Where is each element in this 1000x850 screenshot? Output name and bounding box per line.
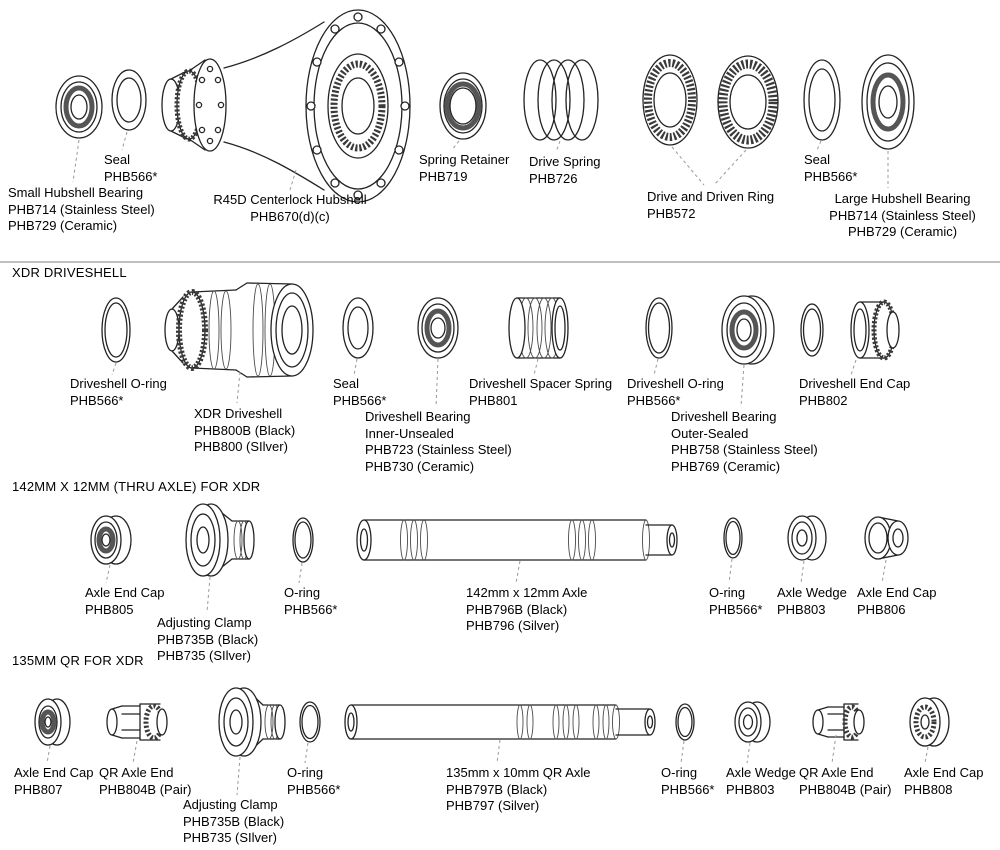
label-qr-axle: 135mm x 10mm QR Axle PHB797B (Black) PHB… [446,765,591,814]
section-title-xdr-driveshell: XDR DRIVESHELL [12,265,127,280]
drive-spring-illustration [523,59,599,141]
driveshell-bearing-outer-illustration [721,295,775,365]
driveshell-bearing-inner-illustration [417,297,459,359]
driveshell-oring-right-illustration [645,297,673,359]
label-spring-retainer: Spring Retainer PHB719 [419,152,510,184]
qr-axle-wedge-illustration [734,701,771,743]
label-hubshell: R45D Centerlock Hubshell PHB670(d)(c) [213,192,367,224]
qr-axle-end-cap-left-illustration [34,698,71,746]
label-large-hubshell-bearing: Large Hubshell Bearing PHB714 (Stainless… [829,191,976,240]
label-driveshell-bearing-outer: Driveshell Bearing Outer-Sealed PHB758 (… [671,409,818,474]
label-qr-adjusting-clamp: Adjusting Clamp PHB735B (Black) PHB735 (… [183,797,285,846]
driveshell-spacer-spring-illustration [508,297,569,359]
thru-axle-end-cap-left-illustration [90,515,132,565]
label-seal-right: Seal PHB566* [804,152,858,184]
spring-retainer-illustration [439,72,487,140]
label-qr-axle-wedge: Axle Wedge PHB803 [726,765,796,797]
label-driveshell-seal: Seal PHB566* [333,376,387,408]
label-thru-adjusting-clamp: Adjusting Clamp PHB735B (Black) PHB735 (… [157,615,259,664]
thru-axle-end-cap-right-illustration [864,516,909,560]
thru-adjusting-clamp-illustration [185,503,255,577]
label-qr-axle-end-left: QR Axle End PHB804B (Pair) [99,765,192,797]
qr-adjusting-clamp-illustration [218,687,286,757]
label-drive-spring: Drive Spring PHB726 [529,154,601,186]
qr-axle-end-right-illustration [812,703,865,741]
large-hubshell-bearing-illustration [861,54,915,150]
qr-oring-right-illustration [675,703,695,741]
label-thru-end-cap-right: Axle End Cap PHB806 [857,585,937,617]
driveshell-end-cap-illustration [800,299,900,361]
section-title-thru-axle: 142MM X 12MM (THRU AXLE) FOR XDR [12,479,261,494]
seal-left-illustration [111,69,147,131]
label-qr-axle-end-right: QR Axle End PHB804B (Pair) [799,765,892,797]
thru-axle-wedge-illustration [787,515,827,561]
label-driveshell-oring-left: Driveshell O-ring PHB566* [70,376,167,408]
leader-lines [46,131,929,796]
label-small-hubshell-bearing: Small Hubshell Bearing PHB714 (Stainless… [8,185,155,234]
label-driveshell-end-cap: Driveshell End Cap PHB802 [799,376,911,408]
label-seal-left: Seal PHB566* [104,152,158,184]
label-thru-end-cap-left: Axle End Cap PHB805 [85,585,165,617]
label-thru-oring-left: O-ring PHB566* [284,585,338,617]
hubshell-illustration [161,9,411,203]
label-qr-end-cap-left: Axle End Cap PHB807 [14,765,94,797]
label-driveshell-oring-right: Driveshell O-ring PHB566* [627,376,724,408]
label-qr-oring-left: O-ring PHB566* [287,765,341,797]
seal-right-illustration [803,59,841,141]
label-driveshell-spacer-spring: Driveshell Spacer Spring PHB801 [469,376,613,408]
xdr-driveshell-illustration [164,282,314,378]
small-hubshell-bearing-illustration [55,75,103,139]
qr-axle-end-left-illustration [106,703,168,741]
label-driveshell-bearing-inner: Driveshell Bearing Inner-Unsealed PHB723… [365,409,512,474]
thru-oring-right-illustration [723,517,743,559]
label-xdr-driveshell: XDR Driveshell PHB800B (Black) PHB800 (S… [194,406,296,455]
thru-axle-illustration [356,519,678,561]
driveshell-oring-left-illustration [101,297,131,363]
label-drive-and-driven-ring: Drive and Driven Ring PHB572 [647,189,775,221]
label-qr-end-cap-right: Axle End Cap PHB808 [904,765,984,797]
label-thru-axle-wedge: Axle Wedge PHB803 [777,585,847,617]
qr-axle-illustration [344,704,656,740]
driveshell-seal-illustration [342,297,374,359]
label-thru-oring-right: O-ring PHB566* [709,585,763,617]
label-thru-axle: 142mm x 12mm Axle PHB796B (Black) PHB796… [466,585,588,634]
label-qr-oring-right: O-ring PHB566* [661,765,715,797]
drive-and-driven-ring-illustration [642,54,779,149]
qr-oring-left-illustration [299,701,321,743]
section-title-qr-axle: 135MM QR FOR XDR [12,653,144,668]
qr-axle-end-cap-right-illustration [909,697,950,747]
thru-oring-left-illustration [292,517,314,563]
